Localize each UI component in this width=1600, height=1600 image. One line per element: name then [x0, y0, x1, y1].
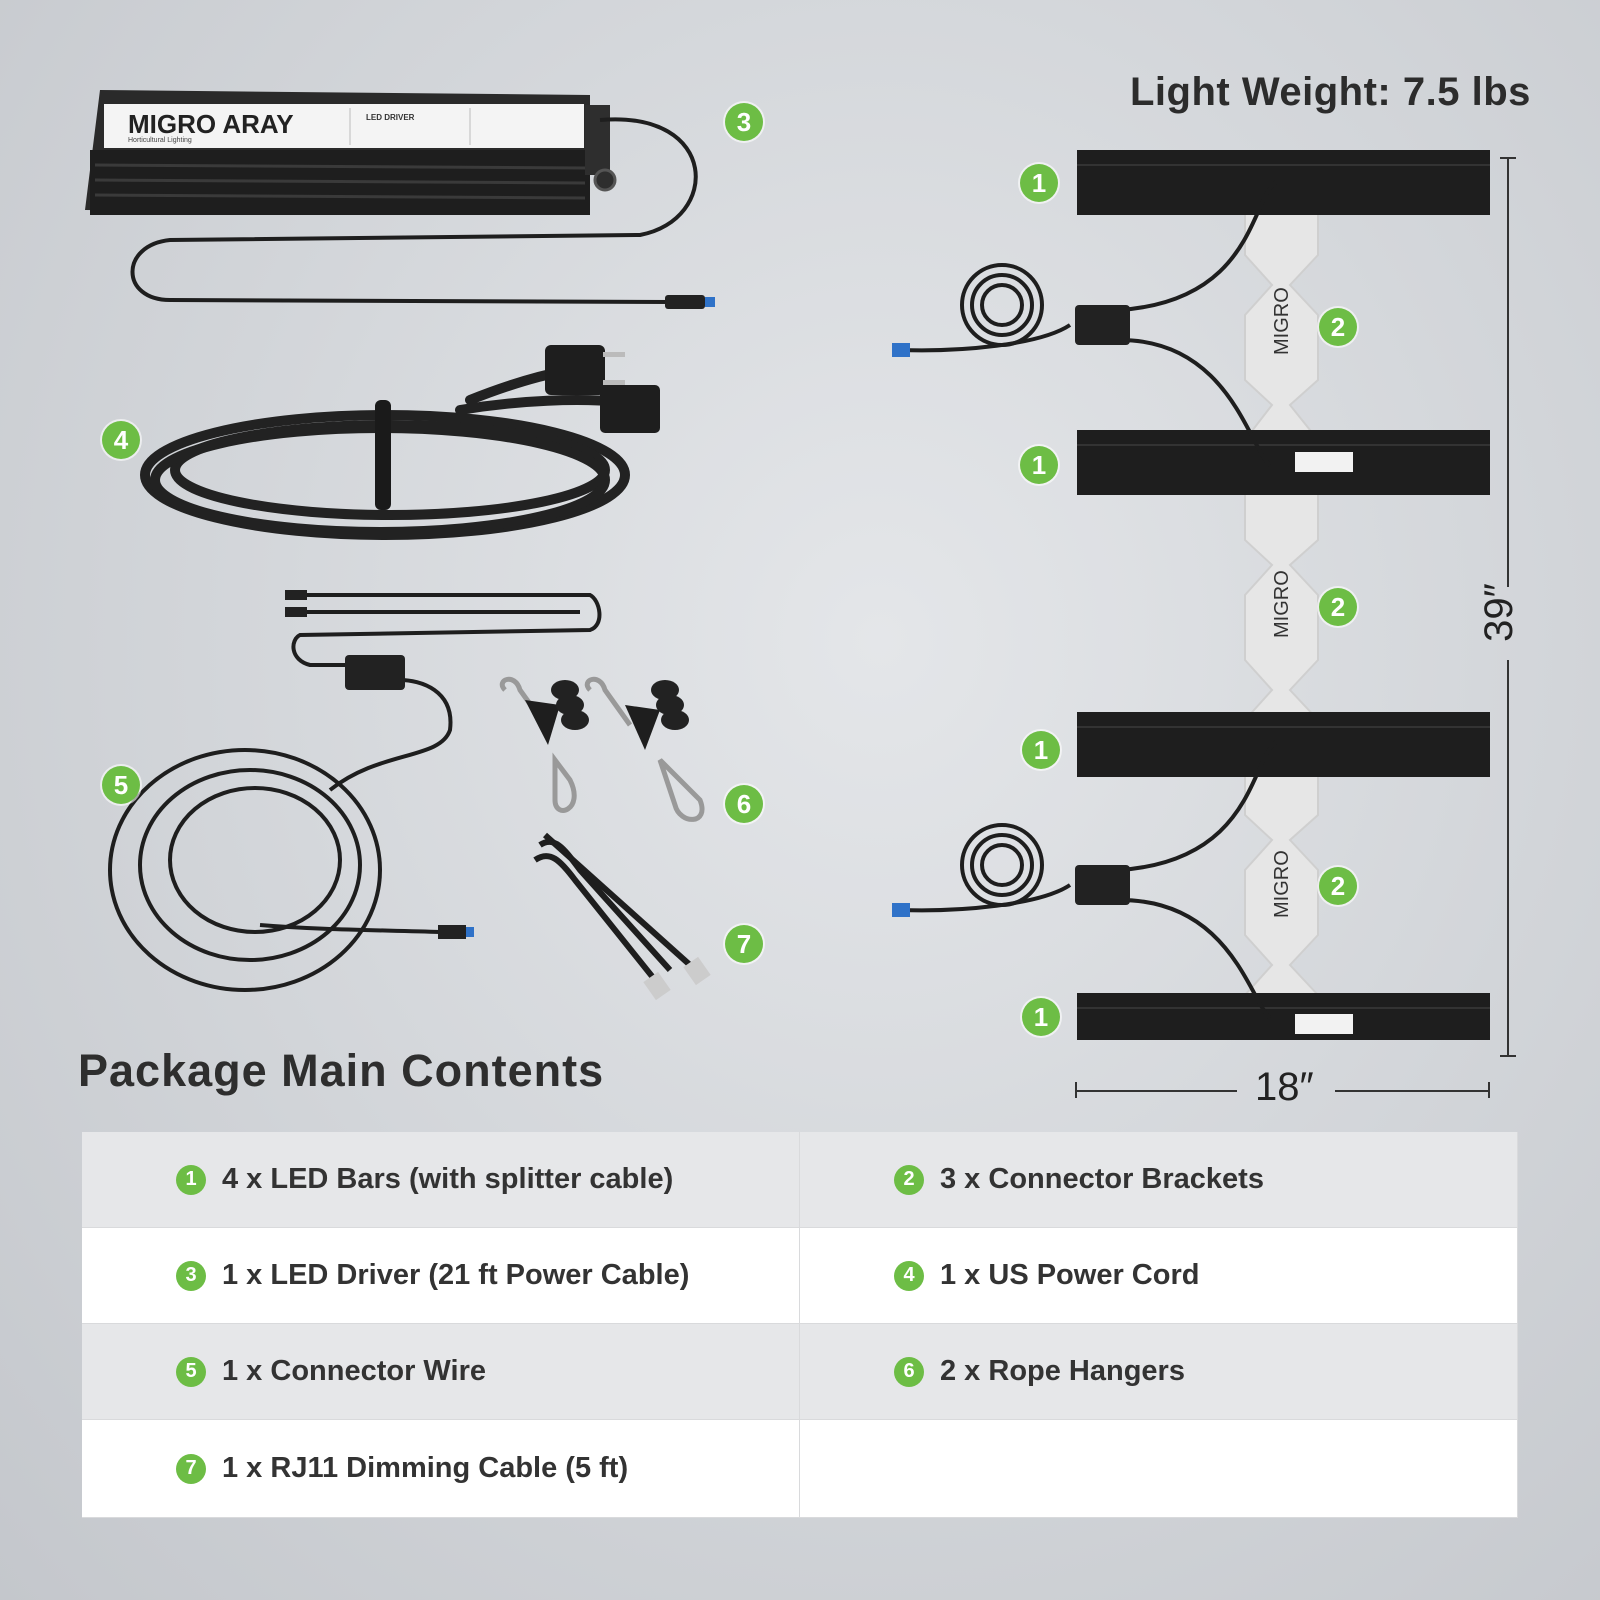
item-2-number: 2 — [894, 1164, 924, 1195]
badge-5: 5 — [102, 766, 140, 804]
height-tick-top — [1500, 157, 1516, 159]
badge-1-d: 1 — [1022, 998, 1060, 1036]
rope-hangers — [499, 676, 705, 822]
badge-2-b: 2 — [1319, 588, 1357, 626]
led-driver — [85, 90, 715, 309]
item-6-text: 2 x Rope Hangers — [940, 1355, 1185, 1387]
badge-2-c: 2 — [1319, 867, 1357, 905]
item-3: 3 1 x LED Driver (21 ft Power Cable) — [82, 1228, 800, 1324]
width-tick-left — [1075, 1082, 1077, 1098]
item-5-text: 1 x Connector Wire — [222, 1355, 487, 1387]
bracket-text-3: MIGRO — [1271, 850, 1293, 918]
item-4-number: 4 — [894, 1260, 924, 1291]
item-7-text: 1 x RJ11 Dimming Cable (5 ft) — [222, 1452, 629, 1484]
height-line-bottom — [1507, 660, 1509, 1055]
width-line-left — [1075, 1090, 1237, 1092]
item-6: 6 2 x Rope Hangers — [800, 1324, 1518, 1420]
badge-7: 7 — [725, 925, 763, 963]
driver-model: LED DRIVER — [366, 113, 415, 122]
item-4-text: 1 x US Power Cord — [940, 1259, 1200, 1291]
item-4: 4 1 x US Power Cord — [800, 1228, 1518, 1324]
item-3-number: 3 — [176, 1260, 206, 1291]
item-3-text: 1 x LED Driver (21 ft Power Cable) — [222, 1259, 690, 1291]
item-1-number: 1 — [176, 1164, 206, 1195]
connector-wire — [108, 593, 602, 992]
cord-strap — [375, 400, 391, 510]
badge-2-a: 2 — [1319, 308, 1357, 346]
driver-brand: MIGRO ARAY — [128, 109, 294, 139]
height-dimension: 39″ — [1476, 583, 1521, 642]
driver-sub: Horticultural Lighting — [128, 137, 192, 144]
iec-connector — [600, 385, 660, 433]
empty-cell — [800, 1420, 1518, 1518]
item-1: 1 4 x LED Bars (with splitter cable) — [82, 1132, 800, 1228]
product-illustration: MIGRO ARAY Horticultural Lighting LED DR… — [85, 90, 1490, 1040]
badge-4: 4 — [102, 421, 140, 459]
section-title: Package Main Contents — [78, 1045, 605, 1096]
rj11-cable — [533, 832, 693, 982]
width-dimension: 18″ — [1255, 1065, 1314, 1109]
badge-1-b: 1 — [1020, 446, 1058, 484]
contents-table: 1 4 x LED Bars (with splitter cable) 2 3… — [82, 1132, 1518, 1518]
light-assembly — [892, 150, 1490, 1040]
plug-head — [545, 345, 605, 395]
badge-1-c: 1 — [1022, 731, 1060, 769]
bracket-text-2: MIGRO — [1271, 570, 1293, 638]
item-2-text: 3 x Connector Brackets — [940, 1163, 1264, 1195]
badge-3: 3 — [725, 103, 763, 141]
bracket-text-1: MIGRO — [1271, 287, 1293, 355]
item-7: 7 1 x RJ11 Dimming Cable (5 ft) — [82, 1420, 800, 1518]
light-weight-label: Light Weight: 7.5 lbs — [1130, 70, 1531, 114]
height-tick-bottom — [1500, 1055, 1516, 1057]
item-5-number: 5 — [176, 1356, 206, 1387]
item-7-number: 7 — [176, 1453, 206, 1484]
item-5: 5 1 x Connector Wire — [82, 1324, 800, 1420]
height-line-top — [1507, 157, 1509, 587]
item-1-text: 4 x LED Bars (with splitter cable) — [222, 1163, 674, 1195]
item-6-number: 6 — [894, 1356, 924, 1387]
item-2: 2 3 x Connector Brackets — [800, 1132, 1518, 1228]
badge-1-a: 1 — [1020, 164, 1058, 202]
width-tick-right — [1488, 1082, 1490, 1098]
badge-6: 6 — [725, 785, 763, 823]
width-line-right — [1335, 1090, 1490, 1092]
